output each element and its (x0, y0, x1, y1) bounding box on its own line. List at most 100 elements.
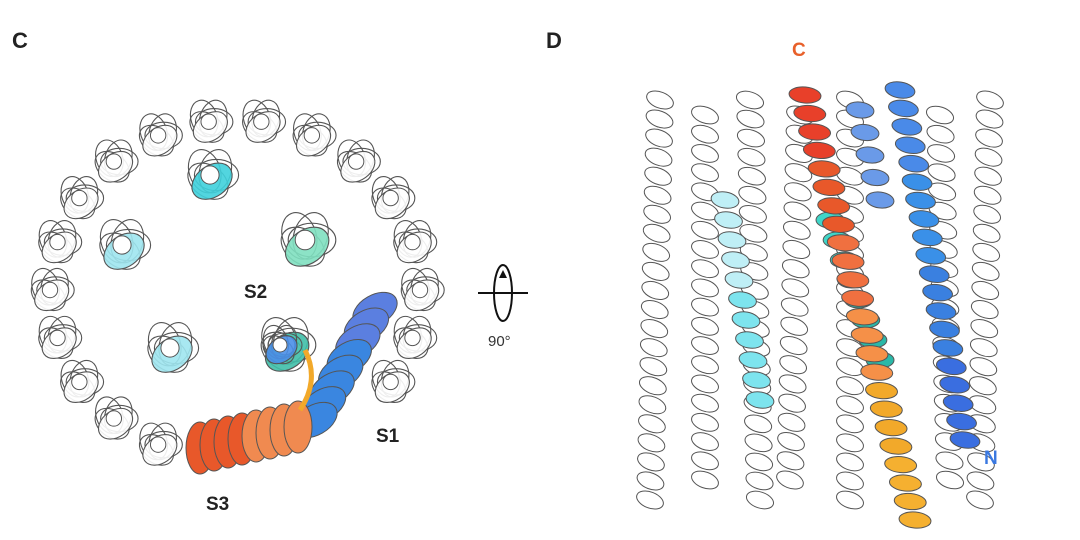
bundle-helix (738, 204, 767, 224)
bundle-helix (836, 376, 864, 396)
subunit-s2-label: S2 (244, 282, 268, 303)
bundle-helix (691, 220, 719, 240)
bundle-helix (777, 432, 805, 452)
bundle-helix (784, 163, 813, 183)
n-terminal-helix (942, 394, 974, 412)
bundle-helix (691, 374, 719, 394)
panel-d-label: D (546, 28, 562, 53)
bundle-helix (935, 470, 965, 490)
bundle-helix (782, 239, 811, 260)
bundle-helix (638, 395, 667, 415)
bundle-helix (691, 393, 719, 413)
bundle-helix (641, 280, 670, 301)
bundle-helix (973, 204, 1001, 224)
bundle-helix (636, 471, 665, 491)
c-terminal-helix (850, 326, 884, 344)
bundle-helix (971, 280, 1000, 301)
inner-helix-light-cyan (160, 338, 180, 358)
c-terminal-helix (860, 363, 894, 381)
ring-helix (303, 127, 321, 144)
c-terminal-helix (826, 234, 860, 252)
bundle-helix (972, 242, 1001, 262)
n-terminal-helix (901, 173, 933, 191)
bundle-helix (737, 147, 766, 167)
n-terminus-label: N (984, 448, 998, 469)
ring-helix (149, 127, 167, 144)
ring-helix (71, 189, 88, 207)
bundle-helix (781, 278, 810, 298)
bundle-helix (783, 201, 812, 221)
bundle-helix (691, 105, 719, 125)
bundle-helix (744, 433, 773, 453)
bundle-helix (836, 471, 864, 491)
n-terminal-helix (894, 136, 926, 155)
bundle-helix (744, 414, 773, 434)
n-terminal-helix (935, 357, 967, 376)
n-terminal-helix (949, 431, 981, 449)
connector-loop (297, 348, 314, 412)
rotation-arrowhead-icon (499, 270, 507, 278)
blue-helix-segment (850, 123, 880, 142)
bundle-helix (836, 433, 864, 453)
bundle-helix (780, 316, 809, 336)
bundle-helix (925, 105, 955, 125)
n-terminal-helix (929, 320, 960, 339)
ring-helix (253, 113, 270, 130)
bundle-helix (745, 452, 774, 472)
ring-helix (41, 281, 59, 299)
c-terminal-helix (793, 104, 827, 123)
bundle-helix (691, 124, 719, 144)
cyan-helix (731, 311, 761, 329)
n-terminal-helix (918, 265, 950, 283)
cyan-helix (745, 391, 775, 409)
n-terminal-helix (884, 81, 916, 99)
cyan-helix (735, 331, 764, 349)
bundle-helix (778, 393, 806, 413)
c-terminal-helix (788, 86, 822, 104)
bundle-helix (640, 299, 669, 320)
subunit-s2-helix-blue (272, 337, 288, 353)
bundle-helix (745, 471, 774, 491)
bundle-helix (691, 412, 719, 432)
c-terminal-helix (807, 160, 841, 178)
bundle-helix (691, 163, 719, 183)
bundle-helix (736, 128, 765, 148)
blue-helix-segment (855, 146, 885, 164)
blue-helix-segment (865, 191, 895, 209)
bundle-helix (739, 224, 768, 243)
n-terminal-helix (888, 99, 919, 118)
c-terminal-helix (855, 345, 889, 363)
bundle-helix (927, 163, 956, 182)
c-terminal-helix (845, 308, 879, 326)
bundle-helix (691, 470, 719, 490)
panel-c-label: C (12, 28, 28, 53)
cyan-helix (728, 291, 757, 309)
bundle-helix (643, 204, 671, 224)
bundle-helix (784, 182, 812, 202)
bundle-helix (639, 338, 668, 358)
bundle-helix (641, 261, 670, 281)
ring-helix (149, 436, 167, 453)
n-terminal-helix (925, 302, 957, 320)
bundle-helix (776, 470, 804, 490)
n-terminal-helix (908, 210, 940, 228)
ring-helix (382, 373, 399, 391)
n-terminal-helix (891, 118, 923, 136)
bundle-helix (975, 128, 1003, 148)
ring-helix (49, 329, 66, 347)
bundle-helix (691, 240, 719, 259)
c-terminal-helix (802, 141, 836, 160)
ring-helix (347, 153, 365, 170)
bundle-helix (691, 144, 719, 163)
c-terminal-helix (822, 215, 855, 233)
bundle-helix (970, 319, 999, 339)
subunit-s3-helix (283, 400, 313, 454)
n-terminal-helix (915, 247, 947, 265)
bundle-helix (776, 451, 805, 471)
c-terminal-helix (874, 418, 908, 437)
n-terminal-helix (905, 191, 936, 210)
ring-helix (411, 281, 429, 299)
blue-helix-segment (860, 168, 890, 187)
bundle-helix (974, 166, 1002, 186)
bundle-helix (976, 90, 1004, 110)
